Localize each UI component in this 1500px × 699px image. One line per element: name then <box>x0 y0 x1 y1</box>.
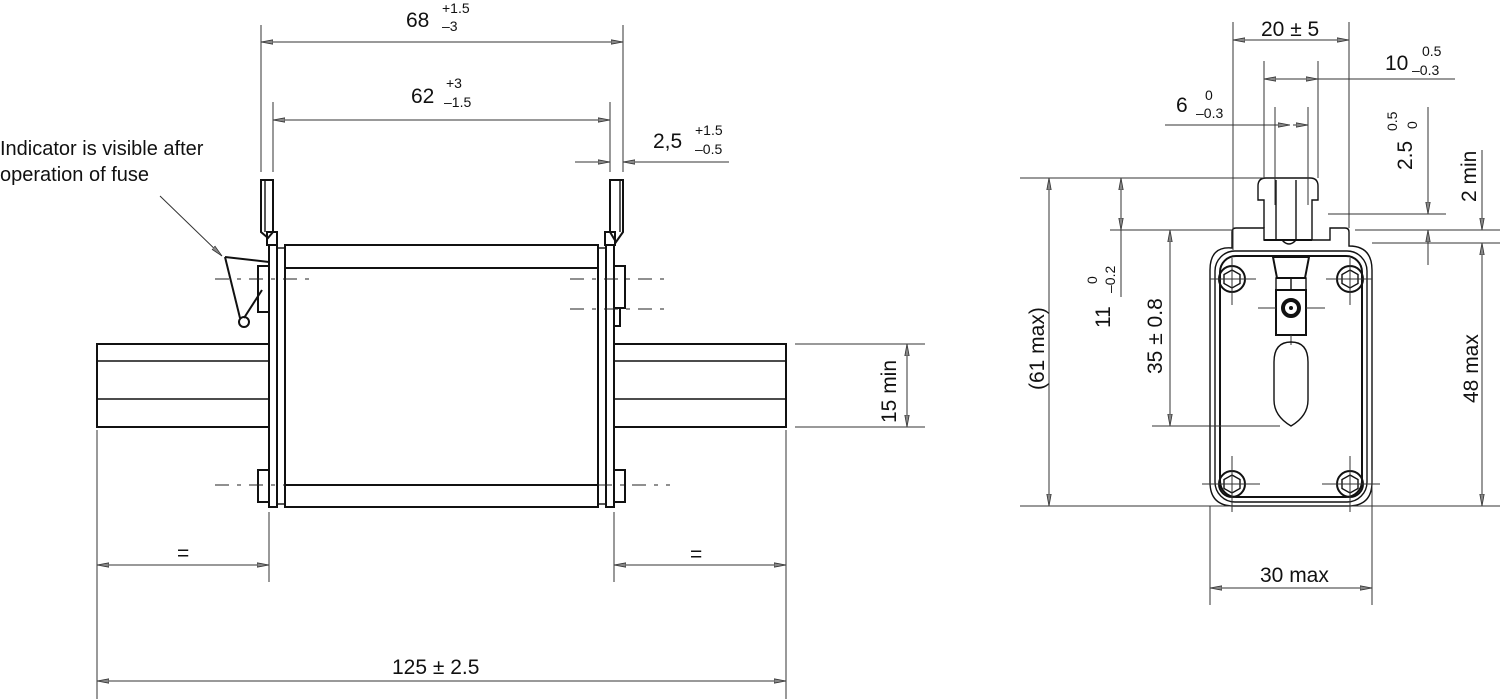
note-line-1: Indicator is visible after <box>0 138 204 160</box>
dim-125-label: 125 ± 2.5 <box>392 656 479 679</box>
dim-68-upper: +1.5 <box>442 0 470 16</box>
right-top-clip <box>604 179 624 246</box>
dim-11-lower: –0.2 <box>1102 266 1118 293</box>
dim-2-5-lower: –0.5 <box>695 141 722 157</box>
dim-68-lower: –3 <box>442 18 458 34</box>
right-end-plate <box>597 244 626 508</box>
end-tab <box>1257 177 1319 245</box>
side-view <box>96 25 925 699</box>
dim-equal-left <box>96 430 270 699</box>
dim-inner-slot <box>1165 107 1309 205</box>
note-leader <box>159 195 223 257</box>
dim-blade-height <box>795 343 925 428</box>
dim-equal-right <box>613 430 787 699</box>
dim-10-upper: 0.5 <box>1422 43 1442 59</box>
dim-2-5-end-upper: 0.5 <box>1384 111 1400 131</box>
end-indicator <box>1258 256 1325 427</box>
dim-6-lower: –0.3 <box>1196 105 1223 121</box>
left-end-plate <box>257 244 286 508</box>
dim-contact-outer <box>260 25 624 172</box>
dim-68-value: 68 <box>406 9 429 32</box>
dim-2-5-end-value: 2.5 <box>1394 141 1417 170</box>
dim-equal-left-label: = <box>177 542 189 565</box>
dim-2-5-end-lower: 0 <box>1404 121 1420 129</box>
dim-20-label: 20 ± 5 <box>1261 18 1319 41</box>
dim-tab-width <box>1232 22 1350 250</box>
dim-35-label: 35 ± 0.8 <box>1144 298 1167 374</box>
dim-body-width <box>1209 470 1373 605</box>
indicator-flag <box>224 256 270 328</box>
left-blade <box>96 343 270 428</box>
end-view <box>1020 22 1500 605</box>
screw-top-left <box>1210 258 1256 305</box>
annotations: Indicator is visible after operation of … <box>0 0 1483 679</box>
dim-equal-right-label: = <box>690 543 702 566</box>
dim-61-max: (61 max) <box>1026 307 1049 390</box>
dim-slot-width <box>1263 61 1455 178</box>
dim-6-value: 6 <box>1176 94 1188 117</box>
screw-top-right <box>1326 258 1372 305</box>
dim-62-value: 62 <box>411 85 434 108</box>
dim-48-max: 48 max <box>1460 334 1483 403</box>
dim-30-max: 30 max <box>1260 564 1329 587</box>
dim-2-min: 2 min <box>1458 151 1481 202</box>
end-body <box>1209 227 1373 507</box>
screw-bottom-right <box>1322 456 1380 512</box>
dim-2-5-value: 2,5 <box>653 130 682 153</box>
dim-10-value: 10 <box>1385 52 1408 75</box>
dim-62-upper: +3 <box>446 75 462 91</box>
dim-2-5-upper: +1.5 <box>695 122 723 138</box>
dim-11-value: 11 <box>1092 306 1115 328</box>
screw-bottom-left <box>1202 456 1260 512</box>
fuse-body <box>284 244 599 508</box>
dim-15-min: 15 min <box>878 360 901 423</box>
dim-contact-inner <box>272 102 611 172</box>
left-top-clip <box>260 179 278 246</box>
dim-6-upper: 0 <box>1205 87 1213 103</box>
dim-62-lower: –1.5 <box>444 94 471 110</box>
dim-11-upper: 0 <box>1084 276 1100 284</box>
note-line-2: operation of fuse <box>0 164 149 186</box>
right-blade <box>613 343 787 428</box>
dim-10-lower: –0.3 <box>1412 62 1439 78</box>
